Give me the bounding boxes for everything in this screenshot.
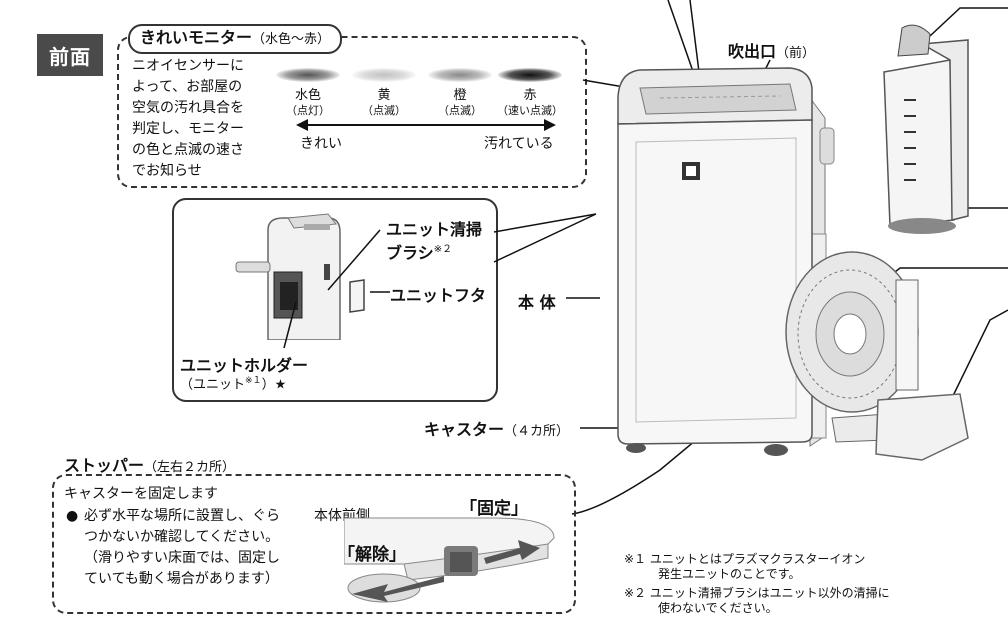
- description-line: ニオイセンサーに: [132, 58, 244, 74]
- stopper-bullet: ●: [66, 508, 79, 524]
- unit-brush-line2: ブラシ: [386, 243, 434, 263]
- lamp-state: （点滅）: [438, 104, 482, 117]
- lamp-name: 水色: [294, 88, 321, 103]
- fixed-label: 「固定」: [460, 499, 528, 519]
- lamp-glow-orange: [428, 68, 492, 82]
- note-line: ユニットとはプラズマクラスターイオン: [649, 552, 866, 566]
- body-label: 本 体: [518, 293, 556, 312]
- stopper-text-line: つかないか確認してください。: [84, 529, 280, 545]
- unit-holder-sub-a: （ユニット: [180, 377, 246, 393]
- unit-detail-box: [172, 198, 498, 402]
- unit-brush-label: ユニット清掃 ブラシ※２: [386, 220, 482, 263]
- note-line: 発生ユニットのことです。: [658, 567, 801, 581]
- lamp-name: 橙: [453, 88, 467, 103]
- caster-text: キャスター: [424, 420, 505, 439]
- water-tank-illustration: [883, 24, 969, 234]
- monitor-box: [117, 36, 587, 188]
- release-label: 「解除」: [338, 545, 406, 565]
- monitor-title-text: きれいモニター: [140, 28, 253, 47]
- lamp-glow-yellow: [352, 68, 416, 82]
- outlet-label: 吹出口（前）: [728, 38, 815, 62]
- lamp-label-orange: 橙 （点滅）: [420, 88, 500, 118]
- dirty-label: 汚れている: [484, 136, 554, 152]
- unit-holder-label: ユニットホルダー: [180, 356, 309, 375]
- lamp-label-yellow: 黄 （点滅）: [344, 88, 424, 118]
- lamp-glow-red: [498, 68, 562, 82]
- note-1: ※１ ユニットとはプラズマクラスターイオン 発生ユニットのことです。: [624, 552, 1004, 582]
- note-mark: ※１: [624, 552, 647, 566]
- air-purifier-body-illustration: [617, 67, 969, 461]
- description-line: よって、お部屋の: [132, 79, 243, 95]
- stopper-box: [52, 474, 576, 614]
- stopper-illustration: [344, 517, 555, 603]
- double-arrow-icon: [296, 119, 556, 131]
- description-line: 判定し、モニター: [132, 121, 244, 137]
- unit-brush-line1: ユニット清掃: [386, 220, 483, 239]
- lamp-name: 赤: [523, 88, 537, 103]
- lamp-glow-light-blue: [276, 68, 340, 82]
- description-line: 空気の汚れ具合を: [132, 100, 244, 116]
- caster-sub: （４カ所）: [504, 424, 570, 439]
- outlet-text: 吹出口: [728, 42, 777, 61]
- stopper-text-line: 必ず水平な場所に設置し、ぐら: [84, 508, 280, 524]
- description-line: でお知らせ: [132, 163, 202, 179]
- front-badge: 前面: [37, 34, 103, 76]
- lamp-label-red: 赤 （速い点滅）: [490, 88, 570, 118]
- clean-label: きれい: [300, 136, 342, 152]
- lamp-name: 黄: [377, 88, 391, 103]
- outlet-sub: （前）: [776, 46, 816, 61]
- caster-label: キャスター（４カ所）: [424, 416, 569, 440]
- lamp-state: （速い点滅）: [497, 104, 563, 117]
- unit-holder-sub: （ユニット※１）★: [180, 373, 286, 392]
- note-line: 使わないでください。: [658, 601, 778, 615]
- monitor-description: ニオイセンサーに よって、お部屋の 空気の汚れ具合を 判定し、モニター の色と点…: [132, 56, 267, 182]
- unit-cover-label: ユニットフタ: [390, 286, 487, 305]
- stopper-title-text: ストッパー: [64, 456, 145, 475]
- stopper-text: 必ず水平な場所に設置し、ぐら つかないか確認してください。 （滑りやすい床面では…: [84, 506, 314, 590]
- unit-holder-note: ※１: [245, 376, 262, 386]
- stopper-title-sub: （左右２カ所）: [144, 460, 236, 475]
- lamp-label-light-blue: 水色 （点灯）: [268, 88, 348, 118]
- monitor-title-sub: （水色～赤）: [252, 32, 331, 47]
- note-line: ユニット清掃ブラシはユニット以外の清掃に: [649, 586, 890, 600]
- stopper-line1: キャスターを固定します: [64, 486, 218, 502]
- note-2: ※２ ユニット清掃ブラシはユニット以外の清掃に 使わないでください。: [624, 586, 1004, 616]
- stopper-text-line: ていても動く場合があります）: [84, 571, 279, 587]
- unit-cover-icon: [349, 279, 365, 313]
- lamp-state: （点灯）: [286, 104, 330, 117]
- unit-holder-sub-b: ）★: [261, 377, 287, 393]
- unit-holder-illustration: [235, 213, 341, 340]
- monitor-title: きれいモニター（水色～赤）: [128, 24, 343, 54]
- unit-brush-note: ※２: [433, 244, 453, 255]
- stopper-text-line: （滑りやすい床面では、固定し: [84, 550, 280, 566]
- unit-leader-lines: [283, 229, 390, 349]
- note-mark: ※２: [624, 586, 647, 600]
- lamp-state: （点滅）: [362, 104, 406, 117]
- stopper-title: ストッパー（左右２カ所）: [64, 452, 235, 476]
- description-line: の色と点滅の速さ: [132, 142, 244, 158]
